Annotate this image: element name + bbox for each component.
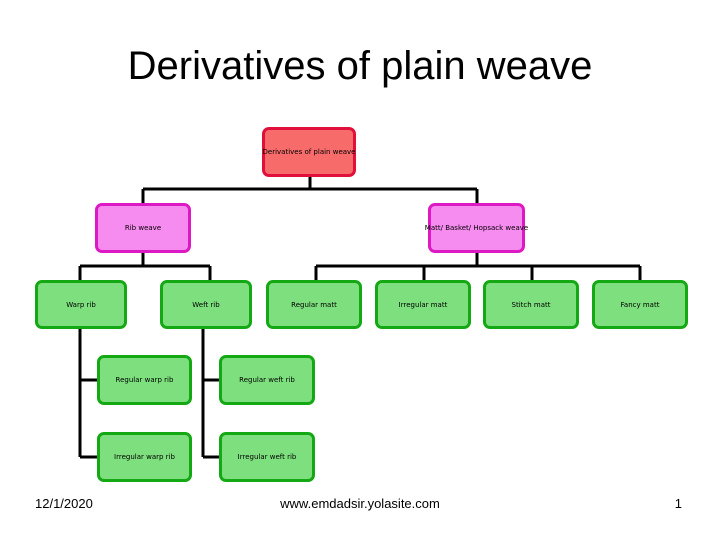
page-number: 1 <box>674 496 682 511</box>
node-weft-rib: Weft rib <box>160 280 252 329</box>
node-warp-rib: Warp rib <box>35 280 127 329</box>
slide-title: Derivatives of plain weave <box>127 44 593 88</box>
node-irregular-matt: Irregular matt <box>375 280 471 329</box>
node-rib-weave: Rib weave <box>95 203 191 253</box>
footer-date: 12/1/2020 <box>35 496 93 511</box>
node-irregular-weft-rib: Irregular weft rib <box>219 432 315 482</box>
node-irregular-warp-rib: Irregular warp rib <box>97 432 192 482</box>
node-matt-weave: Matt/ Basket/ Hopsack weave <box>425 203 528 253</box>
node-regular-matt: Regular matt <box>266 280 362 329</box>
footer-url: www.emdadsir.yolasite.com <box>280 496 440 511</box>
node-derivatives-of-plain-weave: Derivatives of plain weave <box>262 127 356 177</box>
node-stitch-matt: Stitch matt <box>483 280 579 329</box>
node-regular-warp-rib: Regular warp rib <box>97 355 192 405</box>
node-regular-weft-rib: Regular weft rib <box>219 355 315 405</box>
node-fancy-matt: Fancy matt <box>592 280 688 329</box>
